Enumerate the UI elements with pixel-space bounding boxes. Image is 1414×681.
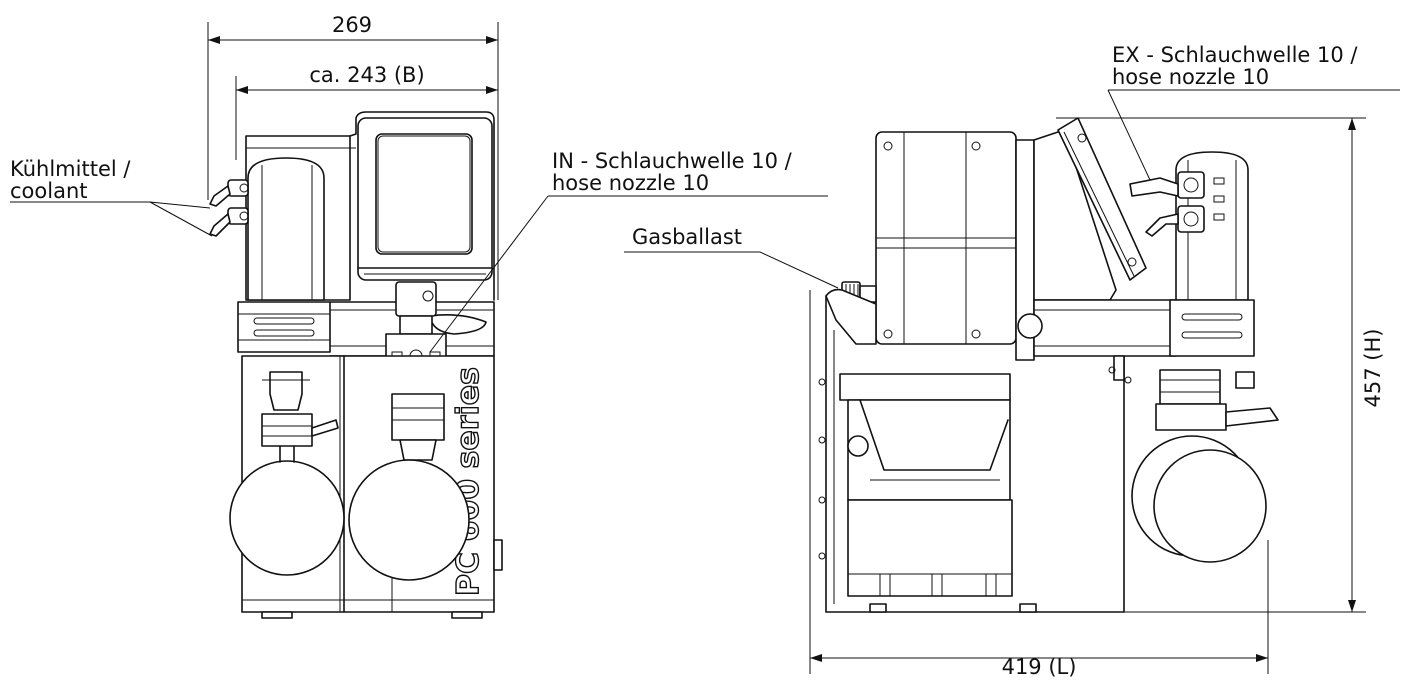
coolant-leader: Kühlmittel / coolant <box>10 157 213 237</box>
exhaust-leader: EX - Schlauchwelle 10 / hose nozzle 10 <box>1107 43 1400 181</box>
side-housing-frame <box>818 288 1125 613</box>
side-view: 457 (H) 419 (L) <box>624 43 1400 679</box>
exhaust-label-line1: EX - Schlauchwelle 10 / <box>1112 43 1358 67</box>
inlet-label-line1: IN - Schlauchwelle 10 / <box>552 149 793 173</box>
side-inner-frame <box>839 373 1037 613</box>
dimension-body-width-label: ca. 243 (B) <box>309 63 424 87</box>
gas-ballast-label: Gasballast <box>632 225 742 249</box>
side-main-housing <box>1017 299 1177 384</box>
front-flask-right <box>348 393 470 581</box>
front-flask-left <box>229 371 345 576</box>
front-middle-band <box>237 301 495 357</box>
exhaust-label-line2: hose nozzle 10 <box>1112 65 1269 89</box>
dimension-length-label: 419 (L) <box>1002 655 1077 679</box>
dimension-total-width-label: 269 <box>332 13 372 37</box>
coolant-nozzles <box>209 179 249 237</box>
side-flask-assembly <box>1131 369 1279 563</box>
coolant-label-line1: Kühlmittel / <box>10 157 131 181</box>
coolant-label-line2: coolant <box>10 179 88 203</box>
side-motor-block <box>875 131 1035 361</box>
front-controller-display <box>357 117 493 281</box>
exhaust-nozzles <box>1129 171 1225 237</box>
dimension-height-label: 457 (H) <box>1361 329 1385 408</box>
front-view: 269 ca. 243 (B) <box>10 13 828 619</box>
dimension-body-width: ca. 243 (B) <box>235 63 498 160</box>
brand-label: PC 600 series <box>451 367 486 596</box>
side-controller-panel <box>1033 117 1147 301</box>
dimension-height: 457 (H) <box>1028 117 1385 613</box>
dimension-total-width: 269 <box>207 13 499 300</box>
front-condenser <box>247 157 325 301</box>
gas-ballast-leader: Gasballast <box>624 225 839 289</box>
inlet-label-line2: hose nozzle 10 <box>552 171 709 195</box>
inlet-leader: IN - Schlauchwelle 10 / hose nozzle 10 <box>429 149 828 353</box>
dimension-length: 419 (L) <box>809 290 1269 679</box>
